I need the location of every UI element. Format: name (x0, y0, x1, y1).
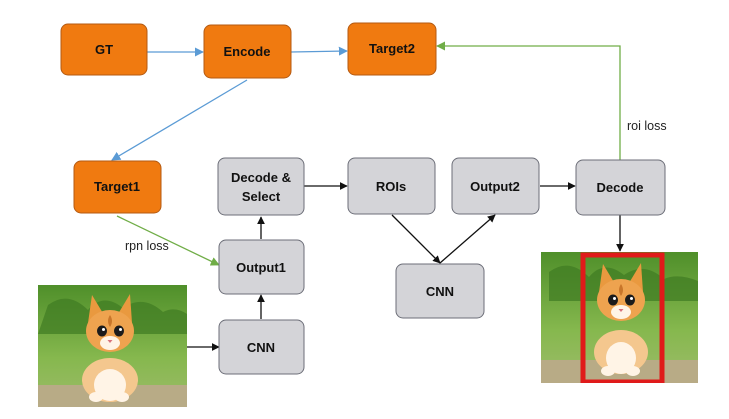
node-target2: Target2 (347, 22, 437, 76)
output-kitten-image (541, 252, 698, 383)
node-decode-select-label-line1: Decode & (231, 170, 291, 185)
kitten-illustration (38, 285, 187, 407)
node-output1-label: Output1 (236, 260, 286, 275)
arrow-roi-loss-to-target2 (436, 41, 621, 161)
roi-loss-label: roi loss (627, 119, 667, 133)
node-cnn-right: CNN (395, 263, 485, 319)
node-decode-label: Decode (597, 180, 644, 195)
node-cnn-left: CNN (218, 319, 305, 375)
input-kitten-image (38, 285, 187, 407)
node-rois-label: ROIs (376, 179, 406, 194)
arrow-output1-to-target1-rpn-loss (116, 215, 220, 266)
arrow-encode-to-target2 (290, 46, 348, 56)
node-encode-label: Encode (224, 44, 271, 59)
edges (111, 41, 624, 351)
node-gt: GT (60, 23, 148, 76)
node-cnn-right-label: CNN (426, 284, 454, 299)
node-decode-select-label-line2: Select (242, 189, 281, 204)
node-output2-label: Output2 (470, 179, 520, 194)
node-output1: Output1 (218, 239, 305, 295)
node-output2: Output2 (451, 157, 540, 215)
node-decode: Decode (575, 159, 666, 216)
arrow-cnn-to-output2 (439, 214, 496, 264)
arrow-rois-to-cnn (391, 214, 441, 264)
kitten-illustration (541, 252, 698, 383)
node-target2-label: Target2 (369, 41, 415, 56)
node-target1-label: Target1 (94, 179, 140, 194)
node-encode: Encode (203, 24, 292, 79)
node-target1: Target1 (73, 160, 162, 214)
node-gt-label: GT (95, 42, 113, 57)
node-cnn-left-label: CNN (247, 340, 275, 355)
node-decode-select: Decode & Select (217, 157, 305, 216)
detection-bounding-box (580, 252, 665, 383)
rpn-loss-label: rpn loss (125, 239, 169, 253)
node-rois: ROIs (347, 157, 436, 215)
arrow-encode-to-target1 (111, 79, 248, 161)
